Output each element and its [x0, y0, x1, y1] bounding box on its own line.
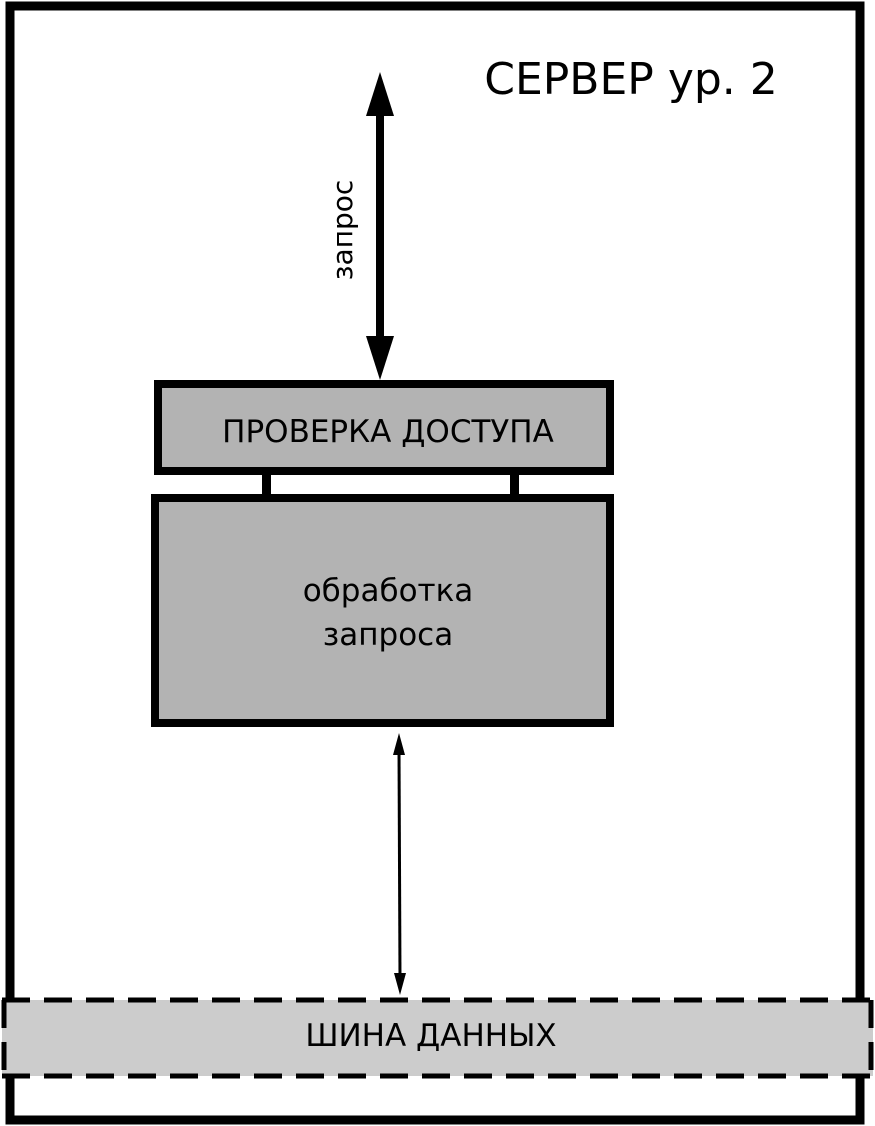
request-arrow-label: запрос: [326, 180, 359, 281]
connector-right: [510, 474, 519, 498]
processing-label-line2: запроса: [323, 617, 453, 653]
data-bus-label: ШИНА ДАННЫХ: [305, 1018, 556, 1054]
bus-arrow: [393, 733, 406, 995]
connector-left: [262, 474, 271, 498]
server-title: СЕРВЕР ур. 2: [484, 54, 778, 105]
request-arrow: [366, 72, 394, 380]
access-check-label: ПРОВЕРКА ДОСТУПА: [222, 414, 554, 450]
access-check-box: [154, 380, 614, 475]
data-bus: [2, 1000, 873, 1076]
server-frame: [5, 1, 865, 1125]
processing-label-line1: обработка: [303, 573, 474, 609]
processing-box: [151, 494, 614, 727]
